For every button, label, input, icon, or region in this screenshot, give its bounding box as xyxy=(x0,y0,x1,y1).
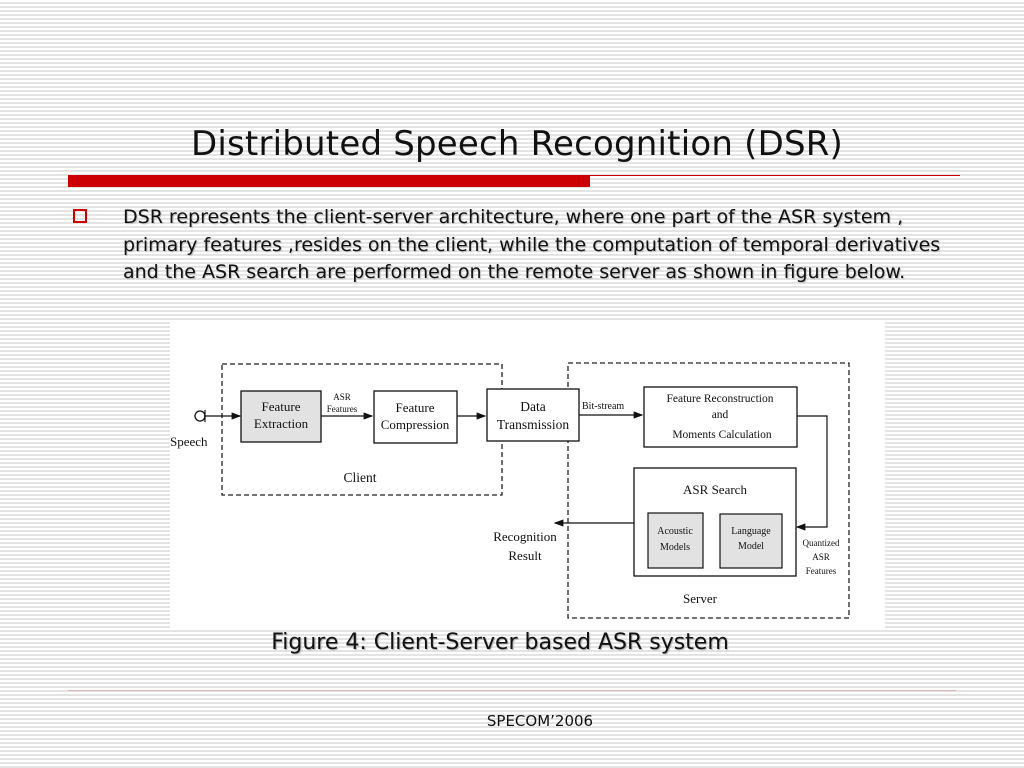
feature-extraction-label-1: Feature xyxy=(262,399,301,414)
language-model-label-2: Model xyxy=(738,541,764,552)
dsr-architecture-figure: Speech Feature Extraction ASR Features F… xyxy=(170,322,885,628)
data-transmission-label-2: Transmission xyxy=(497,417,570,432)
quantized-label-2: ASR xyxy=(812,552,830,562)
footer-text: SPECOM’2006 xyxy=(486,712,594,730)
microphone-icon xyxy=(194,410,206,422)
feature-reconstruction-label-1: Feature Reconstruction xyxy=(667,393,774,405)
feature-compression-block xyxy=(373,390,458,444)
server-region xyxy=(567,362,850,619)
footer-divider xyxy=(68,690,956,691)
feature-reconstruction-block xyxy=(643,386,798,448)
feature-reconstruction-label-2: and xyxy=(712,409,729,421)
feature-extraction-block xyxy=(240,390,322,443)
feature-compression-label-1: Feature xyxy=(396,400,435,415)
bit-stream-label: Bit-stream xyxy=(582,401,624,412)
asr-search-label: ASR Search xyxy=(683,482,747,497)
acoustic-models-block xyxy=(647,512,704,569)
acoustic-models-label-2: Models xyxy=(660,542,690,553)
language-model-label-1: Language xyxy=(731,526,771,537)
slide-title: Distributed Speech Recognition (DSR) xyxy=(190,124,844,164)
recognition-result-label-2: Result xyxy=(508,548,542,563)
feature-extraction-label-2: Extraction xyxy=(254,416,309,431)
recognition-result-label-1: Recognition xyxy=(493,529,557,544)
asr-features-label-1: ASR xyxy=(333,392,351,402)
language-model-block xyxy=(719,513,783,569)
quantized-label-3: Features xyxy=(806,566,837,576)
title-underline-line xyxy=(590,175,960,176)
quantized-label-1: Quantized xyxy=(803,538,840,548)
feature-reconstruction-label-3: Moments Calculation xyxy=(672,429,772,441)
client-label: Client xyxy=(344,470,377,485)
figure-caption: Figure 4: Client-Server based ASR system xyxy=(271,630,729,655)
bullet-square-icon xyxy=(73,209,87,223)
acoustic-models-label-1: Acoustic xyxy=(657,526,693,537)
server-label: Server xyxy=(683,591,718,606)
diagram-svg: Speech Feature Extraction ASR Features F… xyxy=(170,362,850,619)
data-transmission-label-1: Data xyxy=(520,399,545,414)
speech-label: Speech xyxy=(170,434,208,449)
title-underline-bar xyxy=(68,175,590,187)
bullet-text: DSR represents the client-server archite… xyxy=(123,206,941,283)
data-transmission-block xyxy=(486,388,580,442)
asr-features-label-2: Features xyxy=(327,404,358,414)
feature-compression-label-2: Compression xyxy=(381,417,450,432)
